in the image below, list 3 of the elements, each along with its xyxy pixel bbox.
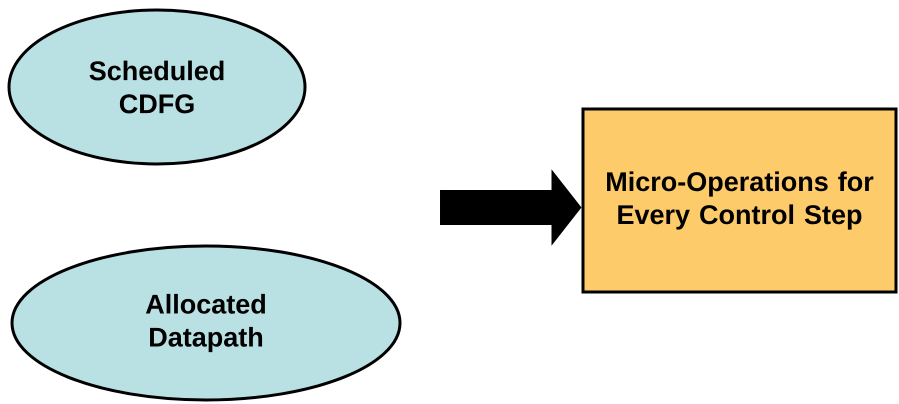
oval-node: Scheduled CDFG — [8, 8, 306, 166]
process-box: Micro-Operations for Every Control Step — [582, 108, 898, 294]
oval-node: Allocated Datapath — [10, 244, 402, 402]
